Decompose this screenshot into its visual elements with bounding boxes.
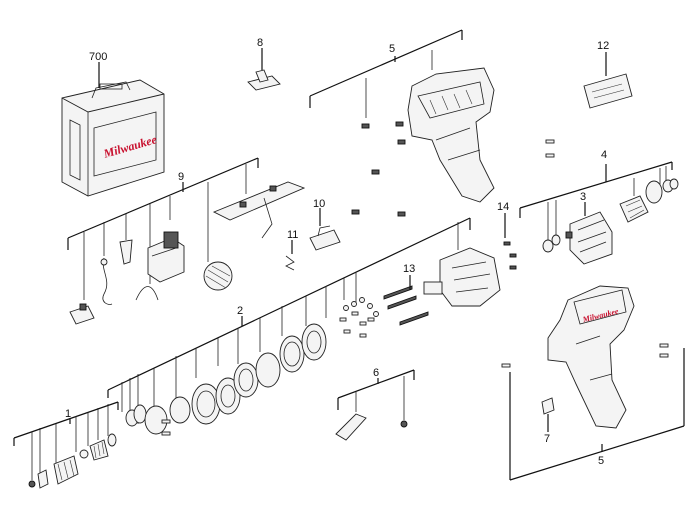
- part-housing-left: [407, 67, 495, 203]
- callout-5-top: 5: [389, 43, 395, 55]
- callout-11: 11: [287, 229, 298, 241]
- part-motor-rotor: [619, 195, 649, 223]
- part-pins-right: [545, 139, 555, 158]
- part-housing-pins-bottom: [501, 343, 669, 368]
- callout-700: 700: [89, 51, 107, 63]
- part-motor-endcap: [645, 178, 679, 204]
- part-switch-block: [147, 231, 185, 283]
- callout-2: 2: [237, 305, 243, 317]
- callout-5-bottom: 5: [598, 455, 604, 467]
- part-small-spring: [285, 255, 295, 271]
- callout-9: 9: [178, 171, 184, 183]
- part-bracket: [309, 225, 341, 251]
- part-label: [583, 73, 633, 109]
- part-pins-14: [503, 241, 517, 270]
- callout-1: 1: [65, 408, 71, 420]
- part-latch-7: [541, 397, 555, 415]
- callout-3: 3: [580, 191, 586, 203]
- part-wire-lead: [100, 257, 113, 305]
- callout-10: 10: [313, 198, 325, 210]
- part-gear-balls: [343, 297, 379, 317]
- part-heat-plate: [203, 261, 233, 291]
- part-gearbox-housing: [423, 247, 501, 307]
- part-housing-screws-top: [351, 121, 406, 217]
- part-housing-right: Milwaukee: [547, 285, 635, 429]
- part-belt-clip: [247, 69, 281, 91]
- callout-12: 12: [597, 40, 609, 52]
- part-gear-rings: [125, 323, 327, 435]
- part-switch-terminal: [69, 303, 95, 325]
- callout-8: 8: [257, 37, 263, 49]
- callout-13: 13: [403, 263, 415, 275]
- part-motor-bearing-front: [542, 234, 561, 253]
- part-screws-13: [383, 285, 429, 326]
- part-pcb-board: [212, 181, 306, 239]
- part-motor-stator: [565, 211, 613, 265]
- callout-6: 6: [373, 367, 379, 379]
- part-carrying-case: Milwaukee: [61, 79, 165, 197]
- part-bit-holder-clip: [335, 413, 408, 441]
- part-wire-spring: [135, 286, 159, 301]
- callout-7: 7: [544, 433, 550, 445]
- part-wire-nut: [119, 239, 133, 265]
- callout-4: 4: [601, 149, 607, 161]
- part-gear-pins: [161, 311, 375, 436]
- callout-14: 14: [497, 201, 509, 213]
- part-chuck: [28, 433, 117, 489]
